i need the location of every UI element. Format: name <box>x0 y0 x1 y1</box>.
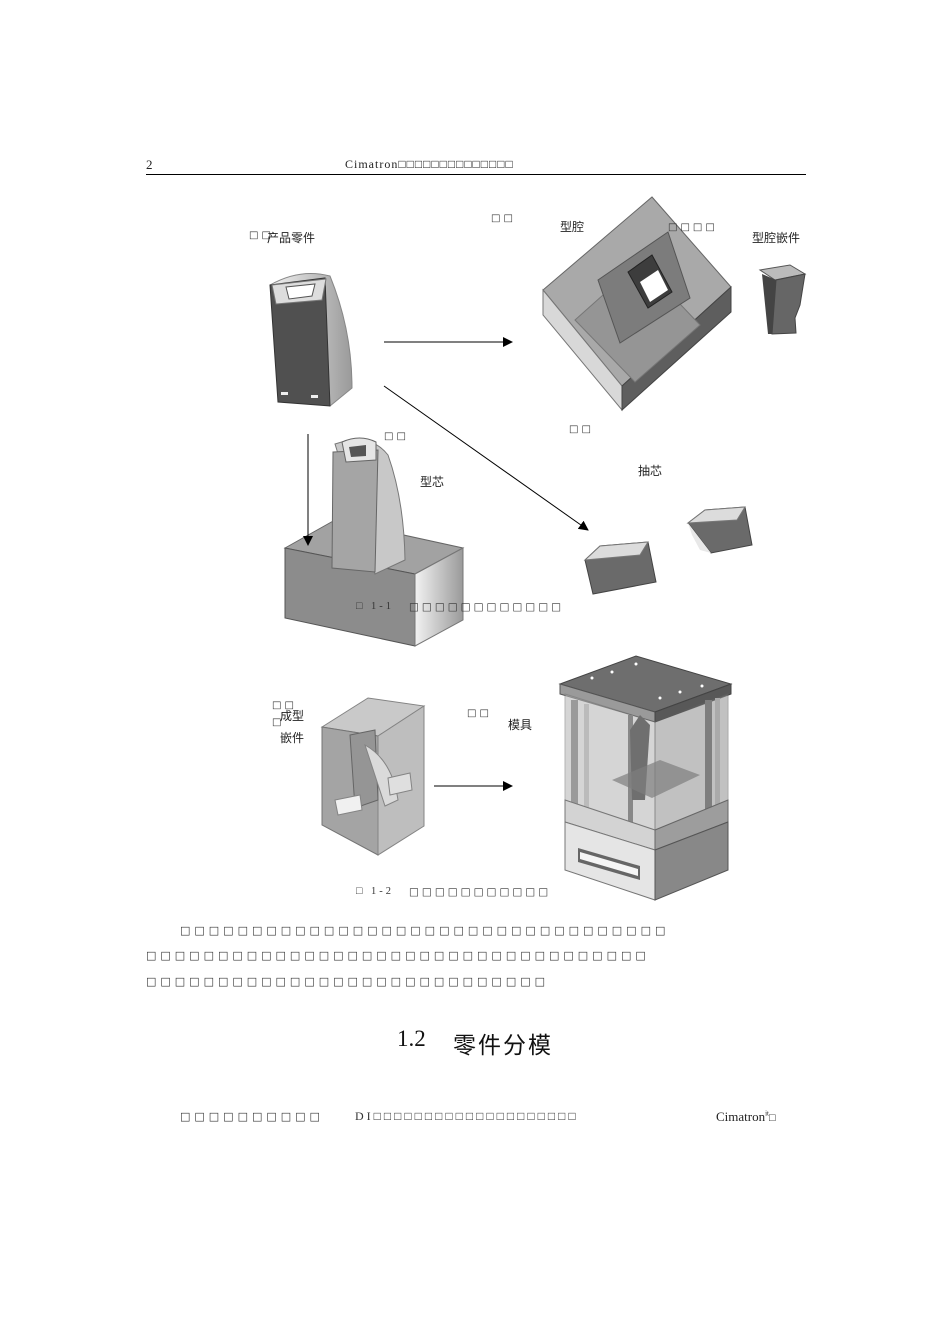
cavity-insert-drawing <box>758 264 807 335</box>
slider-drawing-1 <box>583 541 657 595</box>
header-rule <box>146 174 806 175</box>
core-drawing <box>283 437 465 647</box>
cavity-insert-label-prefix: □□□□ <box>668 222 718 233</box>
mould-insert-drawing <box>320 697 426 856</box>
figure1-caption-number: □ 1-1 <box>356 601 394 612</box>
mold-label-prefix: □□ <box>467 708 492 719</box>
cavity-drawing <box>542 196 732 412</box>
last-line-segment-3: Cimatronit□ <box>716 1109 776 1125</box>
product-part-drawing <box>269 273 353 407</box>
insert-label-line1: 成型 <box>280 709 305 723</box>
core-label-prefix: □□ <box>384 431 409 442</box>
paragraph-line-3: □□□□□□□□□□□□□□□□□□□□□□□□□□□□ <box>146 975 550 988</box>
insert-label-line2: 嵌件 <box>280 731 305 745</box>
figure2-caption-text: □□□□□□□□□□□ <box>409 886 552 898</box>
slider-label-prefix: □□ <box>569 424 594 435</box>
figure2-caption-number: □ 1-2 <box>356 886 394 897</box>
cavity-insert-label: 型腔嵌件 <box>752 231 801 245</box>
section-number: 1.2 <box>397 1026 426 1051</box>
section-title: 零件分模 <box>453 1033 553 1059</box>
tail-glyph: □ <box>769 1112 776 1124</box>
cavity-label-prefix: □□ <box>491 213 516 224</box>
slider-label: 抽芯 <box>638 464 663 478</box>
page-number: 2 <box>146 157 153 172</box>
running-title: Cimatron□□□□□□□□□□□□□□ <box>345 157 514 171</box>
last-line-segment-1: □□□□□□□□□□ <box>180 1110 324 1123</box>
mold-assembly-drawing <box>558 655 733 901</box>
slider-drawing-2 <box>686 506 753 554</box>
mold-label: 模具 <box>508 718 533 732</box>
superscript-it: it <box>765 1109 769 1118</box>
product-label-prefix: □□ <box>249 230 274 241</box>
insert-label-prefix-2: □ <box>272 717 285 728</box>
paragraph-line-2: □□□□□□□□□□□□□□□□□□□□□□□□□□□□□□□□□□□ <box>146 949 650 962</box>
cimatron-word: Cimatron <box>716 1109 766 1124</box>
arrow-to-slider <box>383 385 589 531</box>
cavity-label: 型腔 <box>560 220 585 234</box>
last-line-segment-2: DI□□□□□□□□□□□□□□□□□□□□ <box>355 1109 579 1123</box>
paragraph-line-1: □□□□□□□□□□□□□□□□□□□□□□□□□□□□□□□□□□ <box>180 924 670 937</box>
insert-label-prefix-1: □□ <box>272 700 297 711</box>
figure1-caption-text: □□□□□□□□□□□□ <box>409 601 565 613</box>
product-label: 产品零件 <box>267 231 316 245</box>
core-label: 型芯 <box>420 475 445 489</box>
